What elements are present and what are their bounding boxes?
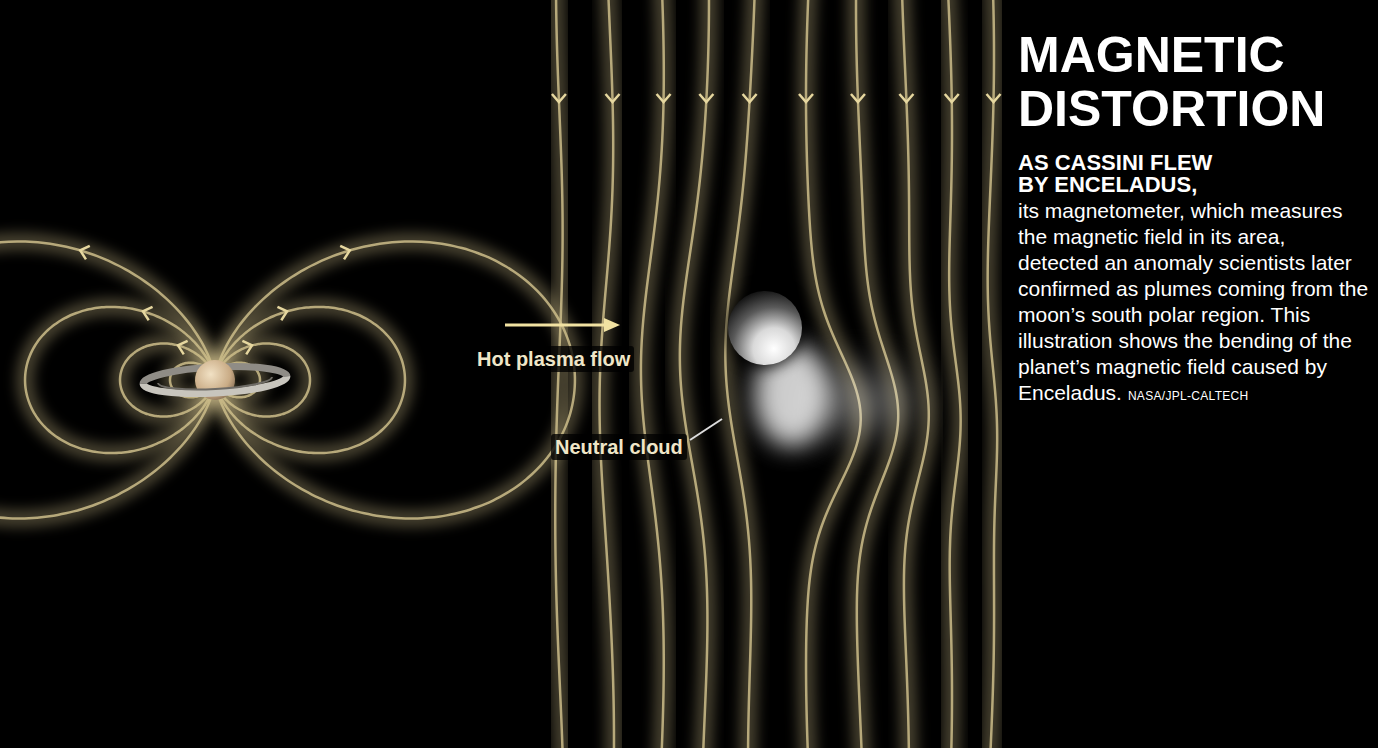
caption-lead: AS CASSINI FLEW BY ENCELADUS, [1018, 152, 1218, 196]
magnetic-field-lines [0, 0, 997, 748]
field-arrow [799, 94, 813, 102]
field-line [600, 0, 614, 748]
field-arrow [945, 94, 959, 102]
field-line-glow [902, 0, 929, 748]
figure-title: MAGNETIC DISTORTION [1018, 28, 1370, 136]
leader-line [690, 419, 722, 440]
field-line [641, 0, 664, 748]
field-line-glow [0, 241, 215, 518]
field-line [988, 0, 998, 748]
field-direction-marks [78, 94, 1000, 354]
plasma-flow-arrow [505, 318, 620, 332]
field-arrow [699, 94, 713, 102]
enceladus [725, 288, 805, 368]
field-arrow [606, 94, 620, 102]
field-line [215, 307, 405, 453]
flow-label: Hot plasma flow [473, 346, 634, 372]
field-line-glow [680, 0, 709, 748]
saturn-ring-gap [158, 377, 272, 392]
field-line-glow [641, 0, 664, 748]
field-line-glow [600, 0, 614, 748]
field-line [948, 0, 961, 748]
field-line [680, 0, 709, 748]
field-line-glow [725, 0, 755, 748]
arrow-head [604, 318, 620, 332]
field-arrow [657, 94, 671, 102]
field-line [25, 307, 215, 453]
field-arrow [78, 244, 90, 260]
field-arrow [851, 94, 865, 102]
field-line [725, 0, 755, 748]
text-column: MAGNETIC DISTORTION AS CASSINI FLEW BY EN… [1018, 28, 1370, 409]
field-line [902, 0, 929, 748]
saturn-ring-front [143, 376, 287, 397]
cloud-label: Neutral cloud [551, 434, 687, 460]
field-arrow [340, 244, 352, 260]
moon-body [728, 291, 802, 365]
field-line [555, 0, 563, 748]
field-line [0, 241, 215, 518]
moon-shadow [725, 288, 805, 368]
field-arrow [552, 94, 566, 102]
arrow-shaft [505, 324, 606, 327]
saturn [142, 356, 288, 403]
field-line-glow [988, 0, 998, 748]
field-line-glow [948, 0, 961, 748]
field-arrow [242, 339, 254, 355]
field-arrow [176, 339, 188, 355]
field-line-glow [555, 0, 563, 748]
field-arrow [743, 94, 757, 102]
field-arrow [987, 94, 1001, 102]
field-arrow [899, 94, 913, 102]
caption-block: its magnetometer, which measures the mag… [1018, 198, 1370, 409]
field-arrow [277, 305, 289, 321]
field-arrow [141, 305, 153, 321]
image-credit: NASA/JPL-CALTECH [1128, 389, 1249, 403]
caption-body: its magnetometer, which measures the mag… [1018, 199, 1368, 404]
